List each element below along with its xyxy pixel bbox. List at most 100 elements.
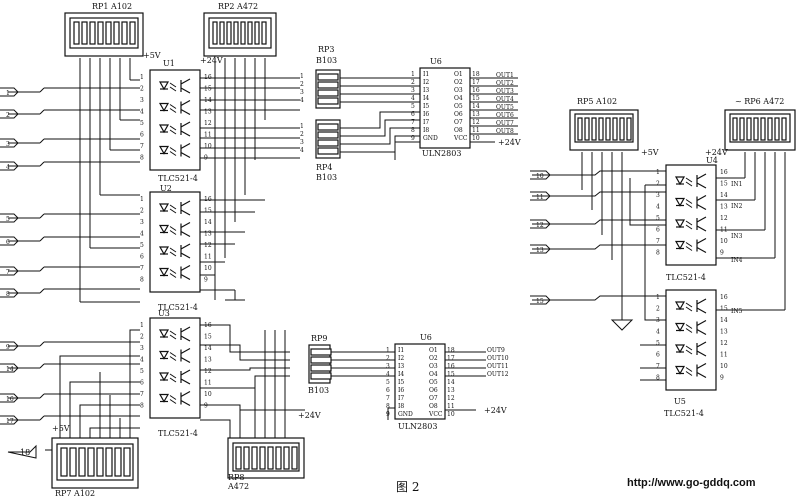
input-terminal-tag <box>0 415 19 425</box>
led-symbol <box>674 240 686 250</box>
u3-label: U3 <box>158 309 170 318</box>
rp9-jumper-block <box>308 344 332 384</box>
opto-pin-right: 11 <box>204 132 212 139</box>
opto-pin-left: 2 <box>140 208 144 215</box>
resistor-element <box>760 117 766 141</box>
input-terminal-tag <box>0 138 19 148</box>
driver-pin-in: I7 <box>398 395 404 402</box>
resistor-element <box>261 21 267 45</box>
opto-pin-left: 7 <box>140 391 144 398</box>
opto-pin-left: 6 <box>140 132 144 139</box>
opto-pin-left: 3 <box>140 97 144 104</box>
resistor-element <box>746 117 752 141</box>
resistor-element <box>89 21 96 45</box>
resistor-element <box>97 21 104 45</box>
jumper-pin-num: 2 <box>300 81 304 88</box>
driver-pin-num-right: 14 <box>472 103 480 110</box>
driver-pin-num-right: 16 <box>472 87 480 94</box>
jumper-cell <box>317 147 339 155</box>
resistor-element <box>251 446 258 470</box>
resistor-element <box>87 447 95 477</box>
opto-pin-right: 11 <box>720 227 728 234</box>
resistor-element <box>591 117 597 141</box>
led-symbol <box>158 267 170 277</box>
opto-pin-left: 6 <box>656 352 660 359</box>
driver-pin-in: I4 <box>398 371 404 378</box>
opto-pin-left: 5 <box>656 340 660 347</box>
light-arrow <box>685 324 693 333</box>
rp6-24v-label: +24V <box>705 148 728 157</box>
resistor-element <box>113 21 120 45</box>
resistor-element <box>121 21 128 45</box>
jumper-cell <box>310 348 332 356</box>
driver-pin-num-right: 11 <box>472 127 480 134</box>
driver-pin-num-left: 8 <box>411 127 415 134</box>
opto-pin-left: 7 <box>656 238 660 245</box>
u4-label: U4 <box>706 156 718 165</box>
light-arrow <box>169 269 177 278</box>
input-terminal-tag <box>0 363 19 373</box>
jumper-cell <box>317 123 339 131</box>
driver-pin-in: I8 <box>423 127 429 134</box>
transistor-symbol <box>696 216 707 232</box>
rp7-resistor-pack <box>51 437 139 489</box>
resistor-element <box>247 21 253 45</box>
opto-pin-right: 15 <box>720 181 728 188</box>
driver-pin-num-right: 17 <box>472 79 480 86</box>
driver-pin-num-right: 12 <box>447 395 455 402</box>
output-label: OUT8 <box>496 128 514 135</box>
transistor-symbol <box>696 362 707 379</box>
input-terminal-label: 9 <box>6 344 10 351</box>
resistor-element <box>243 446 250 470</box>
opto-pin-right: 11 <box>720 352 728 359</box>
driver-pin-out: O7 <box>429 395 438 402</box>
led-symbol <box>674 197 686 207</box>
driver-pin-in: GND <box>423 135 438 142</box>
driver-pin-num-left: 1 <box>411 71 415 78</box>
jumper-cell <box>310 356 332 364</box>
input-terminal-tag <box>530 295 551 305</box>
resistor-element <box>275 446 282 470</box>
driver-pin-in: I1 <box>423 71 429 78</box>
input-terminal-tag <box>0 236 19 246</box>
rp6-label: ~ RP6 A472 <box>735 97 784 106</box>
opto-pin-right: 15 <box>204 334 212 341</box>
transistor-symbol <box>180 78 191 94</box>
opto-pin-right: 16 <box>204 196 212 203</box>
jumper-cell <box>317 89 339 97</box>
opto-pin-right: 13 <box>720 204 728 211</box>
u3-part-label: TLC521-4 <box>158 429 198 438</box>
rp8-resistor-pack <box>227 437 305 479</box>
driver-pin-out: O6 <box>429 387 438 394</box>
u6b-label: U6 <box>420 333 432 342</box>
resistor-element <box>767 117 773 141</box>
driver-pin-num-right: 18 <box>447 347 455 354</box>
opto-pin-right: 12 <box>720 215 728 222</box>
resistor-element <box>619 117 625 141</box>
input-terminal-tag <box>0 109 19 119</box>
transistor-symbol <box>180 99 191 116</box>
led-symbol <box>158 81 170 91</box>
resistor-element <box>219 21 225 45</box>
opto-pin-right: 13 <box>204 357 212 364</box>
opto-pin-right: 12 <box>204 242 212 249</box>
resistor-element <box>598 117 604 141</box>
u2-part-label: TLC521-4 <box>158 303 198 312</box>
driver-pin-out: O2 <box>429 355 438 362</box>
rp8-label: RP8 <box>228 473 245 482</box>
resistor-element <box>105 447 113 477</box>
u2-label: U2 <box>160 184 172 193</box>
resistor-element <box>781 117 787 141</box>
opto-pin-right: 10 <box>204 391 212 398</box>
transistor-symbol <box>180 326 191 342</box>
opto-pin-right: 16 <box>204 74 212 81</box>
opto-pin-right: 11 <box>204 254 212 261</box>
rp9-value: B103 <box>308 386 329 395</box>
jumper-pin-num: 4 <box>300 97 304 104</box>
light-arrow <box>169 352 177 361</box>
opto-body <box>149 191 201 293</box>
